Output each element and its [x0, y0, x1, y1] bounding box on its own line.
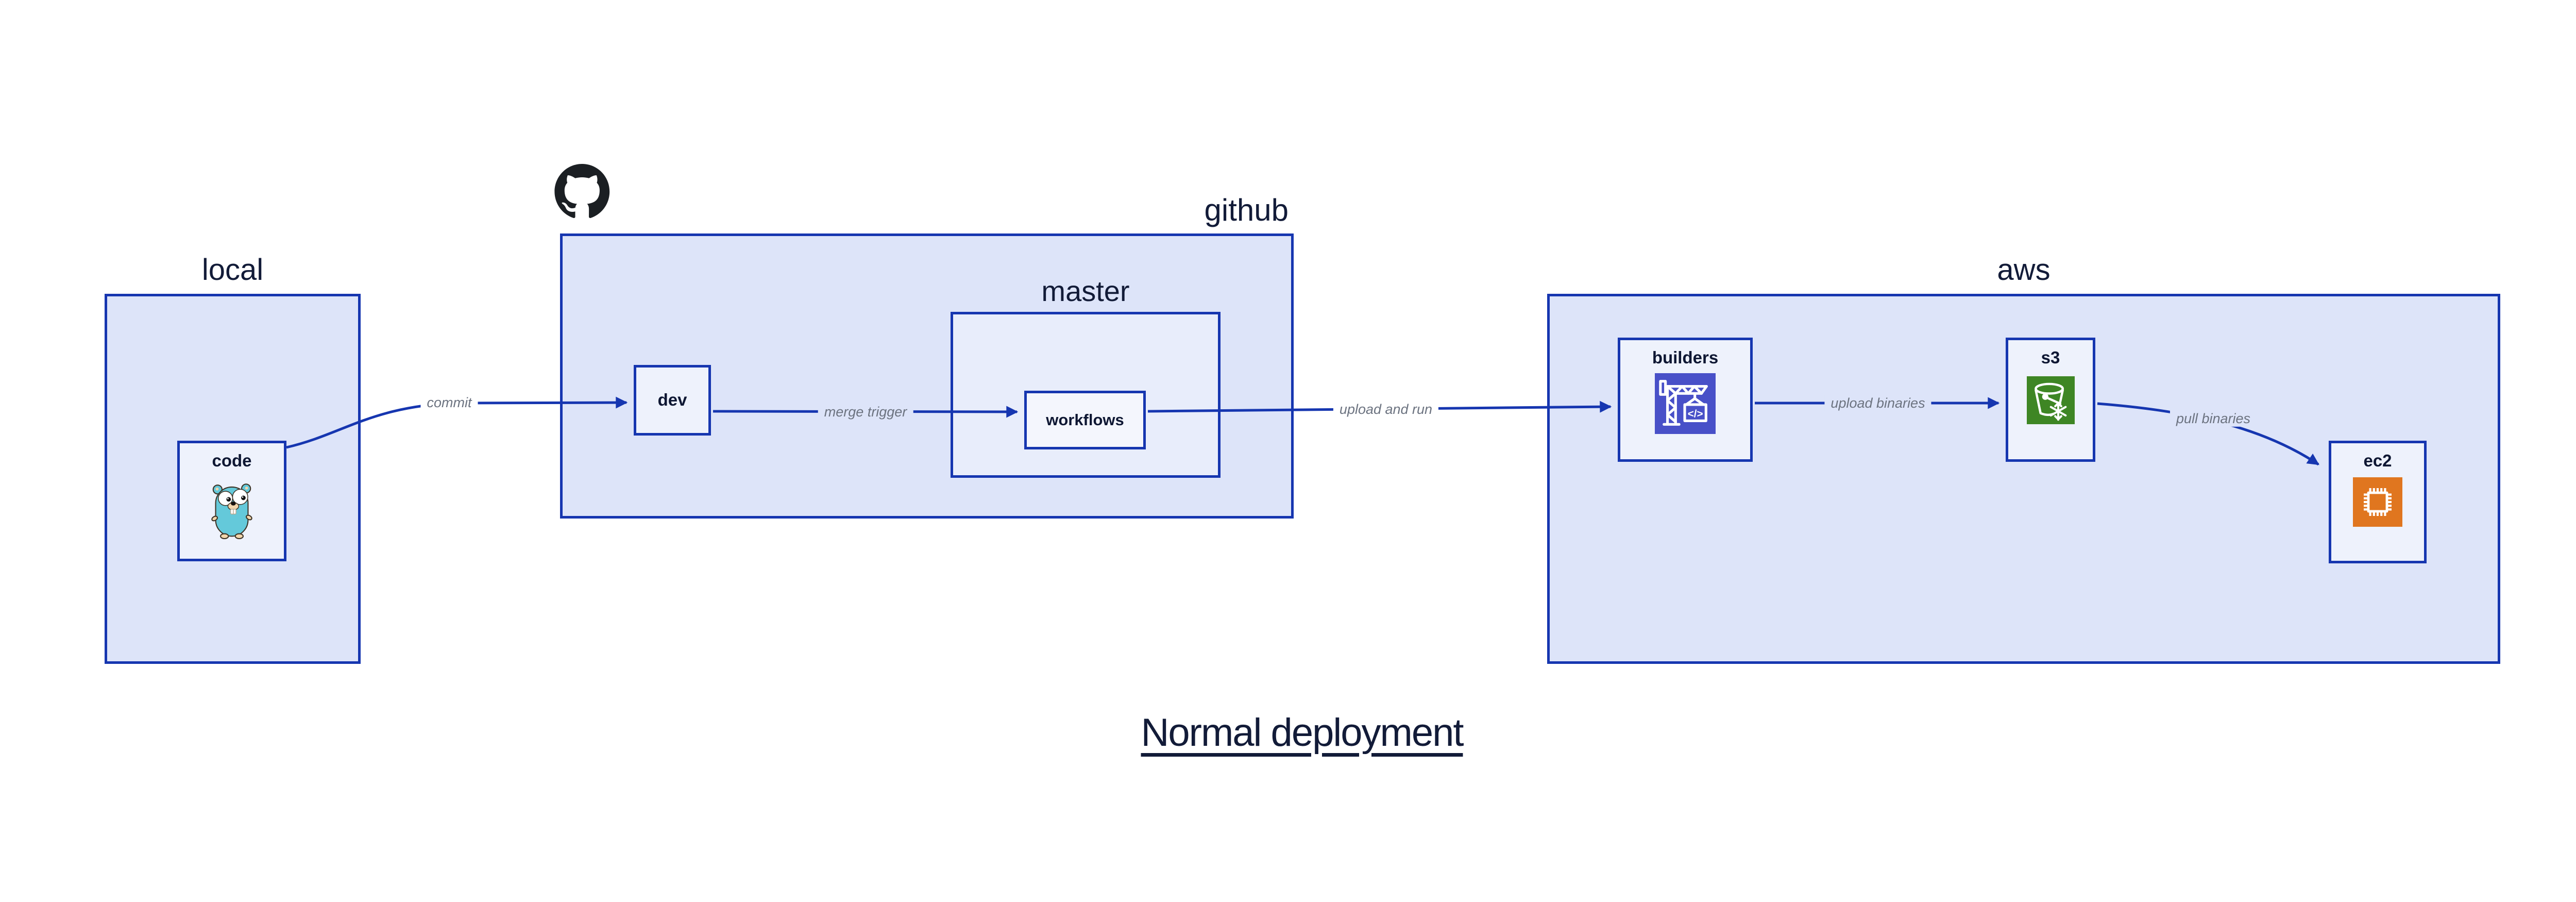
workflows-node-label: workflows	[1046, 410, 1124, 429]
code-node: code	[177, 441, 286, 561]
aws-s3-glacier-bucket-icon	[2026, 376, 2075, 425]
local-container-label: local	[201, 253, 264, 287]
github-container-label: github	[1204, 193, 1289, 227]
s3-node: s3	[2006, 338, 2095, 462]
aws-codebuild-icon: </>	[1654, 373, 1716, 435]
commit-edge-label: commit	[420, 394, 478, 411]
dev-node-label: dev	[657, 390, 687, 410]
upload-binaries-edge-label: upload binaries	[1824, 394, 1931, 412]
github-octocat-logo	[554, 164, 610, 218]
workflows-node: workflows	[1024, 391, 1146, 449]
diagram-title: Normal deployment	[1141, 711, 1464, 755]
ec2-node-label: ec2	[2363, 451, 2392, 470]
builders-node: builders </>	[1618, 338, 1753, 462]
ec2-node: ec2	[2329, 441, 2427, 563]
codebuild-code-glyph: </>	[1688, 408, 1703, 420]
aws-ec2-chip-icon	[2353, 477, 2402, 527]
dev-node: dev	[634, 365, 711, 436]
code-node-label: code	[212, 451, 252, 470]
aws-container-label: aws	[1997, 253, 2050, 287]
merge-trigger-edge-label: merge trigger	[818, 403, 913, 421]
s3-node-label: s3	[2041, 348, 2060, 367]
master-container-label: master	[1041, 275, 1130, 307]
builders-node-label: builders	[1652, 348, 1719, 367]
go-gopher-icon	[210, 476, 253, 540]
pull-binaries-edge-label: pull binaries	[2170, 410, 2257, 427]
upload-and-run-edge-label: upload and run	[1333, 400, 1439, 418]
